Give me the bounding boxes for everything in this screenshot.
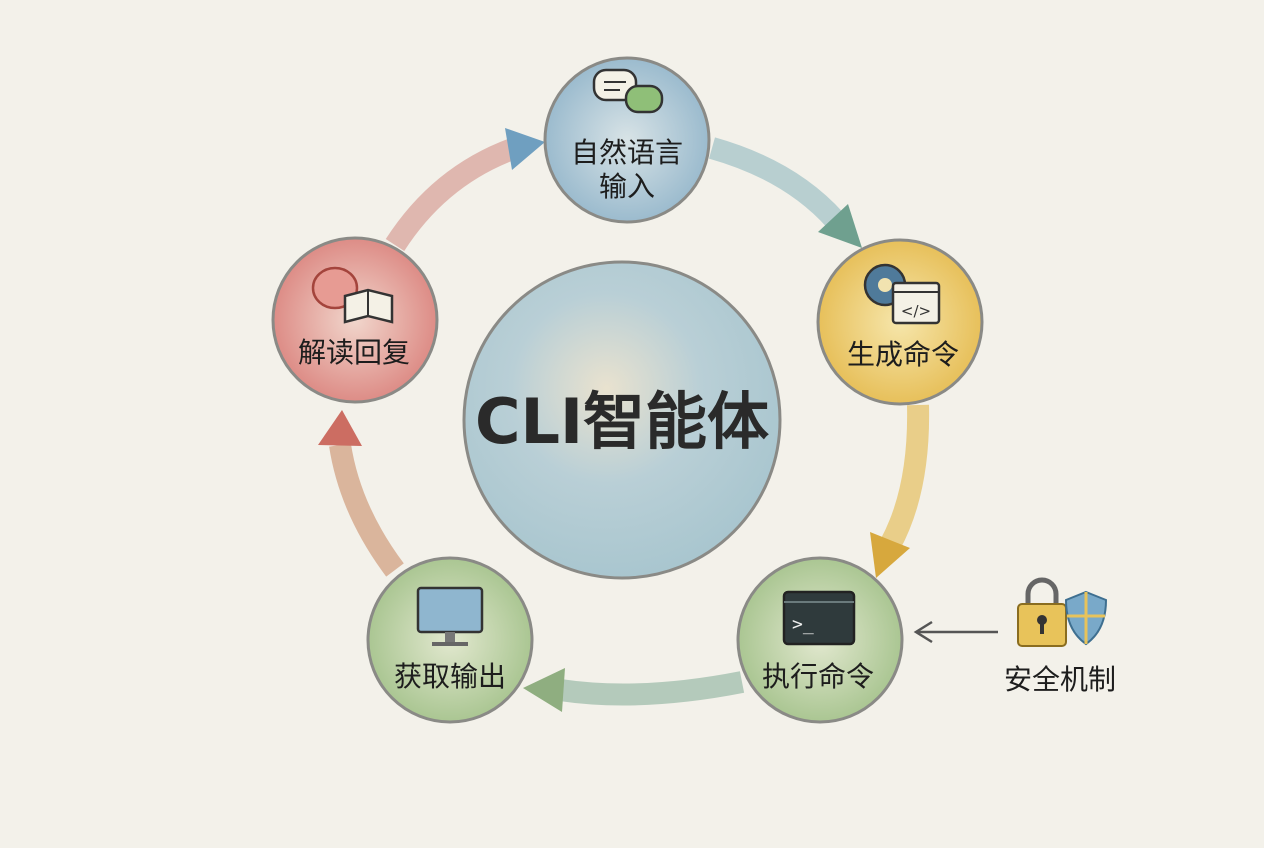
node-interpret-label[interactable]: 解读回复 [297,336,411,369]
svg-text:</>: </> [901,302,931,320]
arrow-generate-to-execute [870,404,930,578]
monitor-icon [416,586,484,646]
gear-code-icon: </> [863,263,941,325]
security-label: 安全机制 [1003,663,1117,696]
node-output-label[interactable]: 获取输出 [393,660,507,693]
arrow-output-to-interpret [318,410,404,577]
brain-book-icon [311,266,394,324]
node-generate-label[interactable]: 生成命令 [846,338,960,371]
center-title: CLI智能体 [474,385,770,458]
node-execute-label[interactable]: 执行命令 [761,660,875,693]
node-input-label[interactable]: 自然语言 输入 [571,136,683,204]
arrow-execute-to-output [523,668,745,712]
node-input-line1: 自然语言 [570,136,684,169]
terminal-icon: >_ [782,590,856,646]
center-circle [462,260,782,580]
arrow-interpret-to-input [385,128,545,252]
lock-shield-icon [1017,577,1108,647]
node-input-line2: 输入 [598,170,656,203]
arrow-input-to-generate [708,137,862,248]
arrow-security-to-execute [913,620,998,644]
svg-text:>_: >_ [792,614,814,635]
chat-bubbles-icon [592,68,664,114]
node-input-circle[interactable] [543,56,711,224]
